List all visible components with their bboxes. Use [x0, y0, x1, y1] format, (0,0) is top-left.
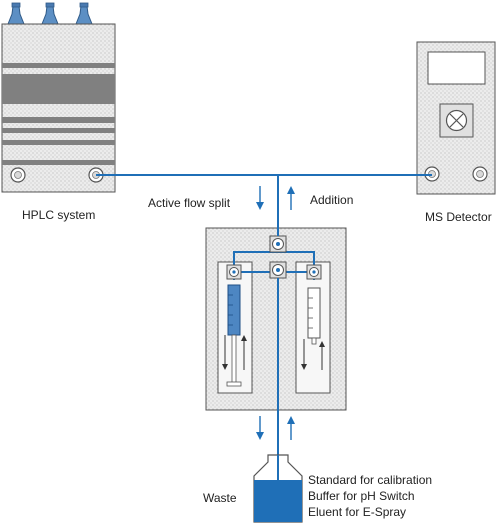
- hplc-band: [2, 74, 115, 104]
- split-valve-icon: [269, 235, 287, 253]
- active-split-label: Active flow split: [148, 196, 231, 210]
- ms-detector: [416, 41, 496, 195]
- hplc-label: HPLC system: [22, 208, 96, 222]
- arrow-up-icon: [287, 416, 295, 440]
- arrow-down-icon: [256, 186, 264, 210]
- solvent-bottle-icon: [7, 2, 25, 25]
- syringe-arrows-left: [222, 335, 247, 370]
- hplc-band: [2, 160, 115, 165]
- ms-label: MS Detector: [425, 210, 492, 224]
- hplc-band: [2, 117, 115, 123]
- syringe-valve-right-icon: [306, 264, 322, 280]
- reservoir-label: Standard for calibration Buffer for pH S…: [308, 472, 432, 520]
- syringe-arrows-right: [301, 339, 325, 370]
- waste-label: Waste: [203, 491, 237, 505]
- arrow-down-icon: [256, 416, 264, 440]
- reservoir-label-line: Buffer for pH Switch: [308, 489, 415, 503]
- reservoir-label-line: Eluent for E-Spray: [308, 505, 407, 519]
- solvent-bottle-icon: [75, 2, 93, 25]
- hplc-band: [2, 128, 115, 133]
- hplc-system: [1, 2, 116, 193]
- selector-valve-icon: [269, 261, 287, 279]
- reservoir-label-line: Standard for calibration: [308, 473, 433, 487]
- reservoir-bottle-icon: [253, 454, 303, 523]
- ms-display: [427, 51, 486, 85]
- hplc-port-icon: [14, 171, 22, 179]
- syringe-valve-left-icon: [226, 264, 242, 280]
- solvent-bottle-icon: [41, 2, 59, 25]
- hplc-band: [2, 63, 115, 68]
- flow-split-module: [205, 227, 347, 411]
- arrow-up-icon: [287, 186, 295, 210]
- hplc-band: [2, 140, 115, 145]
- hplc-body: [1, 23, 116, 193]
- syringe-pump-right: [307, 287, 321, 345]
- syringe-pump-left: [226, 284, 242, 387]
- addition-label: Addition: [310, 193, 354, 207]
- ms-port-icon: [476, 170, 484, 178]
